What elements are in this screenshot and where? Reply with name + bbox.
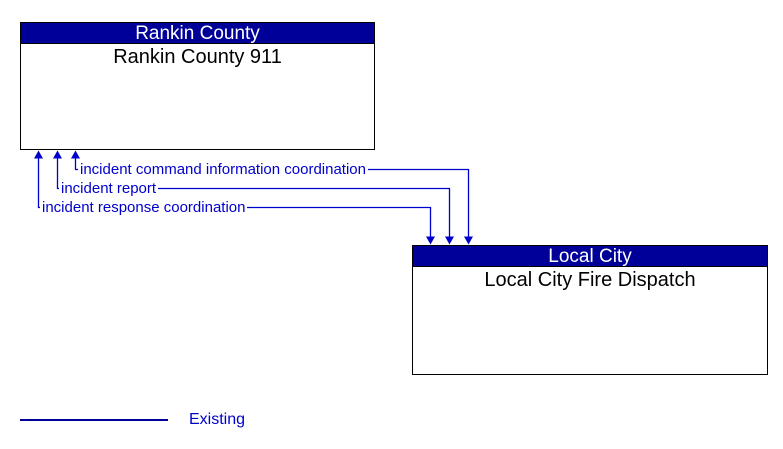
legend-line-existing — [20, 419, 168, 421]
arrowhead-down-incident-response-coordination — [426, 236, 435, 245]
legend-label-existing: Existing — [189, 411, 246, 428]
entity-label-rankin-county-911: Rankin County 911 — [113, 46, 282, 68]
entity-box-rankin-county: Rankin County Rankin County 911 — [20, 22, 375, 150]
entity-header-local-city: Local City — [413, 246, 767, 267]
arrowhead-down-incident-report — [445, 236, 454, 245]
entity-header-rankin-county: Rankin County — [21, 23, 374, 44]
arrowhead-up-incident-response-coordination — [34, 150, 43, 159]
arrowhead-down-incident-command-information-coordination — [464, 236, 473, 245]
flow-label-incident-command-information-coordination: incident command information coordinatio… — [78, 161, 368, 178]
entity-label-local-city-fire-dispatch: Local City Fire Dispatch — [484, 269, 696, 291]
arrowhead-up-incident-command-information-coordination — [71, 150, 80, 159]
entity-box-local-city: Local City Local City Fire Dispatch — [412, 245, 768, 375]
arrowhead-up-incident-report — [53, 150, 62, 159]
flow-line-incident-report — [56, 157, 451, 237]
flow-label-incident-report: incident report — [59, 180, 159, 197]
flow-label-incident-response-coordination: incident response coordination — [40, 199, 248, 216]
